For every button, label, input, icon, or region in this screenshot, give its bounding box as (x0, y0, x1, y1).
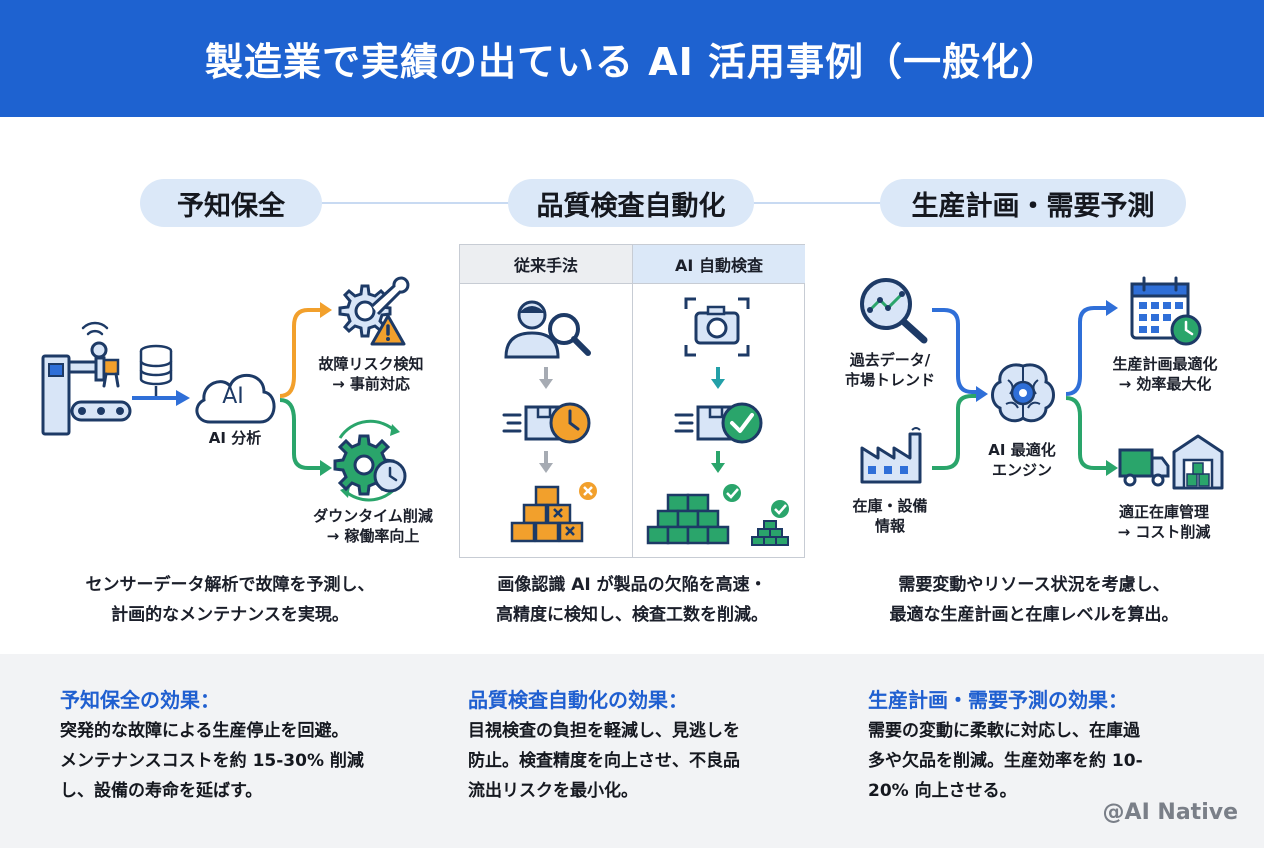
page-title: 製造業で実績の出ている AI 活用事例（一般化） (204, 40, 1059, 84)
plan-optimization-line2: → 効率最大化 (1118, 375, 1212, 393)
box-fast-check-icon (674, 402, 763, 444)
pill-connector-left (320, 202, 510, 204)
predictive-desc-line1: センサーデータ解析で故障を予測し、 (85, 575, 375, 595)
ai-brain-gear-icon (991, 363, 1055, 423)
merge-arrows-planning (932, 308, 988, 470)
arrow-to-ai-icon (132, 390, 190, 406)
branch-arrows-planning (1065, 300, 1118, 476)
pill-predictive-maintenance: 予知保全 (140, 179, 322, 227)
camera-scan-icon (684, 297, 750, 357)
effect-predictive-line1: 突発的な故障による生産停止を回避。 (60, 721, 349, 741)
title-bar: 製造業で実績の出ている AI 活用事例（一般化） (0, 0, 1264, 117)
planning-desc-line2: 最適な生産計画と在庫レベルを算出。 (889, 605, 1179, 625)
effect-title-quality: 品質検査自動化の効果： (468, 688, 688, 712)
planning-desc-line1: 需要変動やリソース状況を考慮し、 (898, 575, 1170, 595)
quality-desc-line2: 高精度に検知し、検査工数を削減。 (496, 605, 768, 625)
effect-title-predictive: 予知保全の効果： (60, 688, 220, 712)
effect-body-planning: 需要の変動に柔軟に対応し、在庫過 多や欠品を削減。生産効率を約 10- 20% … (868, 716, 1208, 806)
downtime-label: ダウンタイム削減 → 稼働率向上 (286, 506, 460, 546)
effect-body-quality: 目視検査の負担を軽減し、見逃しを 防止。検査精度を向上させ、不良品 流出リスクを… (468, 716, 828, 806)
effect-body-predictive: 突発的な故障による生産停止を回避。 メンテナンスコストを約 15-30% 削減 … (60, 716, 420, 806)
col-header-conventional: 従来手法 (460, 245, 632, 283)
effect-predictive-line3: し、設備の寿命を延ばす。 (60, 781, 263, 801)
calendar-clock-icon (1130, 276, 1202, 346)
failure-risk-line1: 故障リスク検知 (318, 355, 424, 373)
down-arrow-gray-1 (539, 367, 553, 389)
robot-arm-machine-icon (41, 321, 132, 436)
effect-quality-line1: 目視検査の負担を軽減し、見逃しを (468, 721, 740, 741)
ai-engine-line2: エンジン (991, 461, 1052, 479)
past-data-line2: 市場トレンド (844, 371, 935, 389)
inventory-info-line1: 在庫・設備 (852, 497, 928, 515)
failure-risk-line2: → 事前対応 (332, 375, 410, 393)
gear-clock-cycle-icon (333, 419, 407, 502)
factory-icon (860, 427, 922, 484)
past-data-line1: 過去データ/ (849, 351, 931, 369)
quality-desc-line1: 画像認識 AI が製品の欠陥を高速・ (497, 575, 767, 595)
boxes-defect-icon (510, 482, 597, 543)
trend-magnifier-icon (860, 278, 928, 344)
effect-quality-line3: 流出リスクを最小化。 (468, 781, 638, 801)
pill-quality-inspection: 品質検査自動化 (508, 179, 754, 227)
ai-engine-label: AI 最適化 エンジン (962, 440, 1082, 480)
plan-optimization-line1: 生産計画最適化 (1112, 355, 1218, 373)
effect-title-planning: 生産計画・需要予測の効果： (868, 688, 1128, 712)
quality-description: 画像認識 AI が製品の欠陥を高速・ 高精度に検知し、検査工数を削減。 (440, 570, 824, 630)
inventory-info-line2: 情報 (874, 517, 905, 535)
failure-risk-label: 故障リスク検知 → 事前対応 (296, 354, 446, 394)
effect-predictive-line2: メンテナンスコストを約 15-30% 削減 (60, 751, 364, 771)
branch-arrows-predictive (279, 302, 332, 476)
past-data-label: 過去データ/ 市場トレンド (830, 350, 950, 390)
inventory-management-line1: 適正在庫管理 (1118, 503, 1209, 521)
inventory-info-label: 在庫・設備 情報 (832, 496, 948, 536)
effect-quality-line2: 防止。検査精度を向上させ、不良品 (468, 751, 740, 771)
col-header-ai-inspection: AI 自動検査 (633, 245, 805, 283)
planning-description: 需要変動やリソース状況を考慮し、 最適な生産計画と在庫レベルを算出。 (846, 570, 1222, 630)
inventory-management-line2: → コスト削減 (1117, 523, 1211, 541)
watermark: @AI Native (1102, 800, 1238, 825)
down-arrow-green-2 (711, 451, 725, 473)
ai-cloud-text: AI (222, 384, 244, 409)
plan-optimization-label: 生産計画最適化 → 効率最大化 (1090, 354, 1240, 394)
effects-panel (0, 654, 1264, 848)
ai-analysis-label: AI 分析 (208, 429, 262, 447)
inventory-management-label: 適正在庫管理 → コスト削減 (1096, 502, 1232, 542)
box-slow-clock-icon (502, 402, 591, 444)
pill-production-planning: 生産計画・需要予測 (880, 179, 1186, 227)
pill-connector-right (752, 202, 882, 204)
effect-planning-line1: 需要の変動に柔軟に対応し、在庫過 (868, 721, 1140, 741)
gear-wrench-warning-icon (338, 276, 410, 346)
boxes-approved-icon (646, 484, 789, 546)
predictive-desc-line2: 計画的なメンテナンスを実現。 (111, 605, 349, 625)
truck-warehouse-icon (1118, 434, 1224, 490)
down-arrow-gray-2 (539, 451, 553, 473)
ai-cloud-icon (195, 373, 276, 424)
down-arrow-teal-1 (711, 367, 725, 389)
database-icon (139, 344, 173, 386)
ai-engine-line1: AI 最適化 (988, 441, 1056, 459)
predictive-description: センサーデータ解析で故障を予測し、 計画的なメンテナンスを実現。 (40, 570, 420, 630)
effect-planning-line2: 多や欠品を削減。生産効率を約 10- (868, 751, 1143, 771)
downtime-line2: → 稼働率向上 (326, 527, 420, 545)
effect-planning-line3: 20% 向上させる。 (868, 781, 1017, 801)
column-divider (632, 245, 633, 557)
inspector-magnifier-icon (504, 300, 591, 359)
downtime-line1: ダウンタイム削減 (313, 507, 433, 525)
quality-comparison-table: 従来手法 AI 自動検査 (459, 244, 805, 558)
